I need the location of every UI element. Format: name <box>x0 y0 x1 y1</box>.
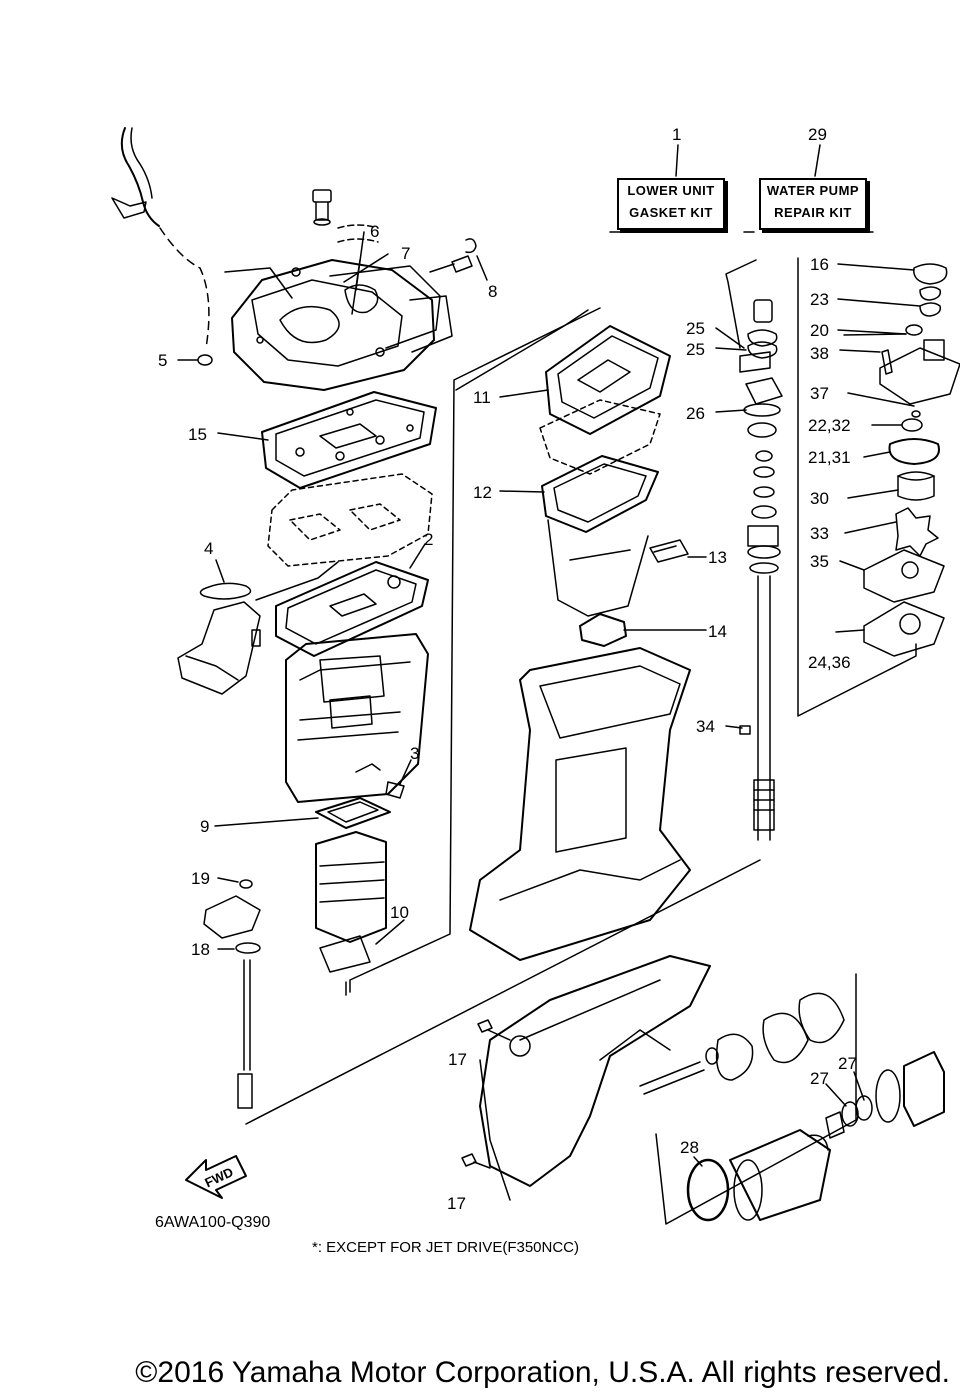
callout-25-lower: 25 <box>686 340 705 359</box>
callout-29: 29 <box>808 125 827 144</box>
callout-33: 33 <box>810 524 829 543</box>
callout-1: 1 <box>672 125 681 144</box>
callout-6: 6 <box>370 222 379 241</box>
callout-11: 11 <box>473 388 491 407</box>
callout-16: 16 <box>810 255 829 274</box>
fitting-8-drawing <box>429 238 488 281</box>
callout-24-36: 24,36 <box>808 653 851 672</box>
callout-23: 23 <box>810 290 829 309</box>
water-pump-drawing <box>835 263 960 657</box>
callout-10: 10 <box>390 903 409 922</box>
callout-20: 20 <box>810 321 829 340</box>
gasket-15-drawing <box>217 391 437 489</box>
callout-35: 35 <box>810 552 829 571</box>
water-pump-kit-line1: WATER PUMP <box>766 183 860 198</box>
footnote: *: EXCEPT FOR JET DRIVE(F350NCC) <box>312 1239 579 1256</box>
callout-26: 26 <box>686 404 705 423</box>
callout-17-lower: 17 <box>447 1194 466 1213</box>
callout-labels: 5 6 7 8 15 4 2 3 9 19 18 10 11 12 13 14 … <box>158 125 857 1213</box>
callout-37: 37 <box>810 384 829 403</box>
callout-18: 18 <box>191 940 210 959</box>
adapter-4-drawing <box>177 559 261 695</box>
callout-27-right: 27 <box>838 1054 857 1073</box>
callout-21-31: 21,31 <box>808 448 851 467</box>
callout-38: 38 <box>810 344 829 363</box>
callout-8: 8 <box>488 282 497 301</box>
copyright-notice: ©2016 Yamaha Motor Corporation, U.S.A. A… <box>135 1356 950 1389</box>
bracket-lines <box>224 144 917 1225</box>
callout-12: 12 <box>473 483 492 502</box>
bolt-3-drawing <box>385 759 412 799</box>
callout-7: 7 <box>401 244 410 263</box>
gasket-11-drawing <box>499 325 671 435</box>
gasket-12-drawing <box>499 455 659 617</box>
callout-15: 15 <box>188 425 207 444</box>
o-ring-5-drawing <box>197 354 213 366</box>
gasket-2-drawing <box>275 543 429 657</box>
callout-5: 5 <box>158 351 167 370</box>
callout-28: 28 <box>680 1138 699 1157</box>
drive-shaft-drawing <box>715 299 783 841</box>
callout-3: 3 <box>410 744 419 763</box>
fwd-arrow-drawing <box>185 1155 247 1199</box>
callout-17-upper: 17 <box>448 1050 467 1069</box>
model-code: 6AWA100-Q390 <box>155 1214 271 1231</box>
lower-case-drawing <box>461 955 711 1201</box>
seal-13-drawing <box>649 539 707 563</box>
lower-unit-kit-line1: LOWER UNIT <box>627 183 715 198</box>
propeller-shaft-drawing <box>639 992 845 1095</box>
oil-pan-drawing <box>285 633 429 803</box>
callout-2: 2 <box>424 530 433 549</box>
leader-lines <box>843 333 907 336</box>
callout-19: 19 <box>191 869 210 888</box>
dipstick-tube-drawing <box>111 127 210 349</box>
water-pump-repair-kit-box: WATER PUMP REPAIR KIT <box>759 178 867 230</box>
bearing-housing-drawing <box>729 1051 945 1221</box>
gasket-9-drawing <box>214 797 391 829</box>
muffler-10-drawing <box>315 831 405 973</box>
lower-unit-gasket-kit-box: LOWER UNIT GASKET KIT <box>617 178 725 230</box>
gasket-11-ghost-drawing <box>539 399 661 475</box>
callout-25-upper: 25 <box>686 319 705 338</box>
exhaust-guide-drawing <box>231 259 453 391</box>
callout-9: 9 <box>200 817 209 836</box>
o-ring-28-drawing <box>686 1156 730 1222</box>
lower-unit-kit-line2: GASKET KIT <box>629 205 713 220</box>
drive-shaft-housing-drawing <box>469 647 691 961</box>
upper-casing-drawing <box>267 473 433 567</box>
callout-4: 4 <box>204 539 213 558</box>
callout-13: 13 <box>708 548 727 567</box>
callout-22-32: 22,32 <box>808 416 851 435</box>
cover-19-18-drawing <box>203 877 261 1109</box>
callout-30: 30 <box>810 489 829 508</box>
callout-34: 34 <box>696 717 715 736</box>
gasket-14-drawing <box>579 613 707 647</box>
water-pump-kit-line2: REPAIR KIT <box>774 205 852 220</box>
callout-27-left: 27 <box>810 1069 829 1088</box>
fwd-label: FWD <box>202 1164 235 1190</box>
callout-14: 14 <box>708 622 727 641</box>
